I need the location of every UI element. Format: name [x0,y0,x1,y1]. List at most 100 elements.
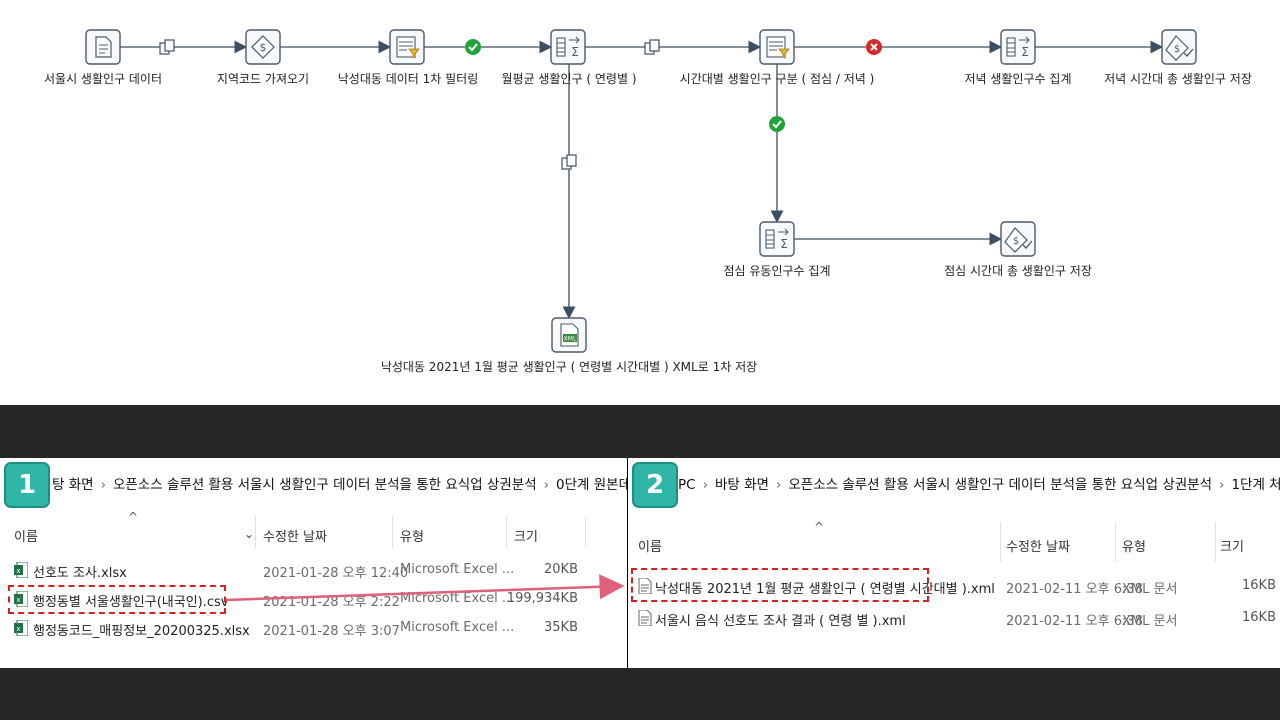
chevron-right-icon: › [702,477,708,493]
column-header-name[interactable]: 이름 [638,540,662,555]
transformation-canvas: $ Σ Σ [43,29,1252,374]
xml-output-icon: XML [551,317,587,353]
chevron-right-icon: › [1219,477,1225,493]
file-date: 2021-02-11 오후 6:38 [1006,614,1143,629]
column-header-date[interactable]: 수정한 날짜 [263,530,327,545]
excel-file-icon: x [14,620,28,636]
column-header-size[interactable]: 크기 [514,530,538,545]
step-label[interactable]: 점심 유동인구수 집계 [723,264,831,278]
step-label[interactable]: 낙성대동 2021년 1월 평균 생활인구 ( 연령별 시간대별 ) XML로 … [380,360,758,374]
lookup-icon: $ [245,29,281,65]
filter-icon [759,29,795,65]
highlight-box [631,568,929,602]
file-type: XML 문서 [1122,614,1178,629]
breadcrumb-item[interactable]: PC [678,477,696,493]
success-check-icon [465,39,481,55]
file-size: 199,934KB [506,591,578,606]
panel-divider [627,458,628,668]
breadcrumb-item[interactable]: 오픈소스 솔루션 활용 서울시 생활인구 데이터 분석을 통한 요식업 상권분석 [788,477,1213,493]
slide-band [0,405,1280,458]
file-name[interactable]: 선호도 조사.xlsx [33,566,127,581]
file-name[interactable]: 낙성대동 2021년 1월 평균 생활인구 ( 연령별 시간대별 ).xml [655,582,995,597]
xml-file-icon [638,578,652,594]
breadcrumb-item[interactable]: 바탕 화면 [714,477,769,493]
file-name[interactable]: 서울시 음식 선호도 조사 결과 ( 연령 별 ).xml [655,614,906,629]
chevron-right-icon: › [543,477,550,493]
column-divider[interactable] [392,516,393,548]
svg-text:Σ: Σ [571,45,579,59]
step-label[interactable]: 점심 시간대 총 생활인구 저장 [944,264,1092,278]
file-type: Microsoft Excel ... [400,620,515,635]
step-badge: 1 [4,462,50,508]
chevron-down-icon[interactable]: ⌄ [244,527,255,541]
file-date: 2021-01-28 오후 3:07 [263,624,400,639]
copy-icon [159,39,175,55]
breadcrumb: 탕 화면 › 오픈소스 솔루션 활용 서울시 생활인구 데이터 분석을 통한 요식업… [52,473,627,493]
svg-text:XML: XML [564,336,577,343]
output-icon: $ [1161,29,1197,65]
file-size: 16KB [1242,610,1276,625]
file-name[interactable]: 행정동별 서울생활인구(내국인).csv [33,595,229,610]
column-divider[interactable] [1215,522,1216,562]
hops [120,40,1164,320]
column-header-type[interactable]: 유형 [1122,540,1146,555]
file-type: XML 문서 [1122,582,1178,597]
aggregate-icon: Σ [759,221,795,257]
svg-text:x: x [16,567,20,575]
chevron-right-icon: › [100,477,106,493]
chevron-right-icon: › [775,477,782,493]
output-icon: $ [1000,221,1036,257]
file-date: 2021-01-28 오후 2:22 [263,595,400,610]
column-header-size[interactable]: 크기 [1220,540,1244,555]
column-divider[interactable] [255,516,256,548]
file-type: Microsoft Excel ... [400,591,515,606]
file-name[interactable]: 행정동코드_매핑정보_20200325.xlsx [33,624,250,639]
step-label[interactable]: 서울시 생활인구 데이터 [43,72,163,86]
excel-file-icon: x [14,591,28,607]
column-header-type[interactable]: 유형 [400,530,424,545]
column-header-name[interactable]: 이름 [14,530,38,545]
slide-band [0,668,1280,720]
file-date: 2021-02-11 오후 6:38 [1006,582,1143,597]
step-label[interactable]: 낙성대동 데이터 1차 필터링 [337,72,479,86]
file-explorer-original: 탕 화면 › 오픈소스 솔루션 활용 서울시 생활인구 데이터 분석을 통한 요식업… [0,458,627,668]
column-divider[interactable] [506,516,507,548]
filter-icon [389,29,425,65]
file-size: 20KB [544,562,578,577]
error-x-icon [866,39,882,55]
sort-caret-icon: ^ [814,520,825,534]
file-size: 16KB [1242,578,1276,593]
xml-file-icon [638,610,652,626]
aggregate-icon: Σ [550,29,586,65]
column-header-date[interactable]: 수정한 날짜 [1006,540,1070,555]
step-label[interactable]: 지역코드 가져오기 [216,72,310,86]
svg-text:x: x [16,596,20,604]
excel-file-icon: x [14,562,28,578]
breadcrumb: PC › 바탕 화면 › 오픈소스 솔루션 활용 서울시 생활인구 데이터 분석을 통한… [678,473,1280,493]
step-badge: 2 [632,462,678,508]
column-divider[interactable] [1115,522,1116,562]
document-input-icon [85,29,121,65]
column-divider[interactable] [1000,522,1001,562]
svg-text:Σ: Σ [780,237,788,251]
step-label[interactable]: 월평균 생활인구 ( 연령별 ) [501,72,637,86]
step-label[interactable]: 저녁 생활인구수 집계 [964,72,1072,86]
step-label[interactable]: 저녁 시간대 총 생활인구 저장 [1104,72,1252,86]
svg-text:Σ: Σ [1021,45,1029,59]
copy-icon [561,154,577,170]
copy-icon [644,39,660,55]
svg-text:$: $ [1013,236,1019,247]
breadcrumb-item[interactable]: 1단계 처리데이터 [1231,477,1280,493]
sort-caret-icon: ^ [128,510,139,524]
breadcrumb-item[interactable]: 오픈소스 솔루션 활용 서울시 생활인구 데이터 분석을 통한 요식업 상권분석 [112,477,537,493]
file-type: Microsoft Excel ... [400,562,515,577]
step-label[interactable]: 시간대별 생활인구 구분 ( 점심 / 저녁 ) [679,72,875,86]
column-divider[interactable] [585,516,586,548]
breadcrumb-item[interactable]: 0단계 원본데이터 [556,477,627,493]
svg-text:x: x [16,625,20,633]
file-explorer-processed: PC › 바탕 화면 › 오픈소스 솔루션 활용 서울시 생활인구 데이터 분석을 통한… [628,458,1280,668]
breadcrumb-item[interactable]: 탕 화면 [52,477,94,493]
highlight-box [8,585,226,614]
flow-diagram: $ Σ Σ [85,29,1197,353]
